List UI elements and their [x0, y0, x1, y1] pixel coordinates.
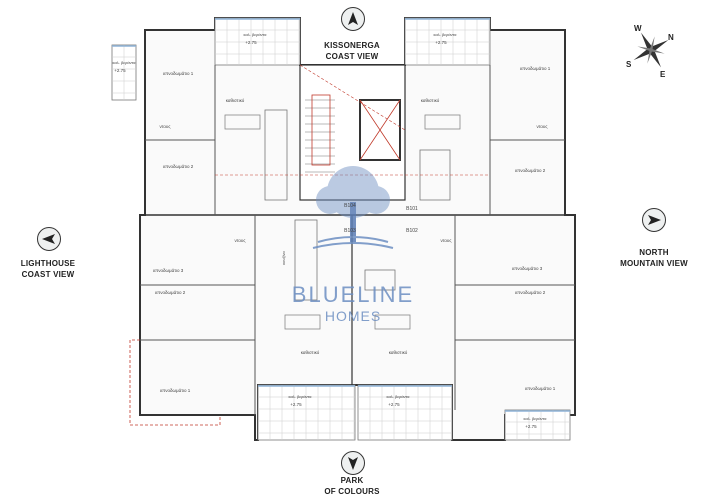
room-label-bedroom1: υπνοδωμάτιο 1 — [163, 70, 194, 76]
level-label: +2.75 — [245, 40, 257, 45]
plot-boundary — [129, 339, 221, 426]
veranda-label: καλ. βεράντα — [289, 394, 313, 399]
veranda-6 — [504, 409, 571, 441]
east-view-arrow-icon — [642, 208, 666, 232]
veranda-4 — [257, 384, 356, 441]
veranda-label: καλ. βεράντα — [387, 394, 411, 399]
compass-e: E — [660, 70, 666, 79]
stair-well — [311, 94, 331, 166]
level-label: +2.75 — [525, 424, 537, 429]
west-view-arrow-icon — [37, 227, 61, 251]
veranda-5 — [357, 384, 453, 441]
room-label-bedroom1: υπνοδωμάτιο 1 — [520, 65, 551, 71]
room-label-bedroom1: υπνοδωμάτιο 1 — [525, 385, 556, 391]
room-label-shower: ντους — [234, 238, 246, 243]
compass-n: N — [668, 33, 674, 42]
south-view-arrow-icon — [341, 451, 365, 475]
room-label-bedroom3: υπνοδωμάτιο 3 — [153, 267, 184, 273]
sofa-icon — [374, 314, 411, 330]
south-view-label: PARK OF COLOURS — [324, 476, 380, 496]
veranda-label: καλ. βεράντα — [244, 32, 268, 37]
logo-text-homes: HOMES — [324, 308, 382, 324]
room-label-shower: ντους — [536, 124, 548, 129]
veranda-label: καλ. βεράντα — [434, 32, 458, 37]
room-label-bedroom2: υπνοδωμάτιο 2 — [515, 167, 546, 173]
sofa-icon — [284, 314, 321, 330]
level-label: +2.75 — [435, 40, 447, 45]
veranda-2 — [404, 17, 491, 66]
room-label-living: καθιστικό — [301, 349, 320, 355]
veranda-1 — [214, 17, 301, 66]
level-label: +2.75 — [290, 402, 302, 407]
tree-logo-icon — [312, 166, 394, 249]
elevator-shaft — [359, 99, 401, 161]
room-label-living: καθιστικό — [226, 97, 245, 103]
compass-w: W — [634, 24, 642, 33]
kitchen-counter — [264, 109, 288, 201]
void-line — [299, 64, 406, 131]
room-label-shower: ντους — [440, 238, 452, 243]
north-view-label: KISSONERGA COAST VIEW — [324, 41, 380, 61]
level-label: +2.75 — [388, 402, 400, 407]
west-view-label: LIGHTHOUSE COAST VIEW — [20, 259, 76, 279]
kitchen-counter — [294, 219, 318, 301]
room-label-bedroom2: υπνοδωμάτιο 2 — [155, 289, 186, 295]
veranda-label: καλ. βεράντα — [524, 416, 548, 421]
kitchen-counter — [364, 269, 396, 291]
elevator-cross — [359, 99, 401, 161]
north-view-arrow-icon — [341, 7, 365, 31]
veranda-label: καλ. βεράντα — [113, 60, 137, 65]
sofa-icon — [224, 114, 261, 130]
room-label-living: καθιστικό — [421, 97, 440, 103]
east-view-label: NORTH MOUNTAIN VIEW — [620, 248, 688, 268]
blueline-homes-logo: BLUELINE HOMES — [268, 166, 438, 324]
compass-s: S — [626, 60, 632, 69]
room-label-bedroom2: υπνοδωμάτιο 2 — [515, 289, 546, 295]
room-label-kitchen: κουζίνα — [281, 251, 286, 265]
room-label-shower: ντους — [159, 124, 171, 129]
level-label: +2.75 — [114, 68, 126, 73]
stair-core — [299, 64, 406, 201]
room-label-bedroom1: υπνοδωμάτιο 1 — [160, 387, 191, 393]
room-label-bedroom3: υπνοδωμάτιο 3 — [512, 265, 543, 271]
room-label-living: καθιστικό — [389, 349, 408, 355]
logo-text-blueline: BLUELINE — [291, 282, 415, 307]
room-label-bedroom2: υπνοδωμάτιο 2 — [163, 163, 194, 169]
sofa-icon — [424, 114, 461, 130]
